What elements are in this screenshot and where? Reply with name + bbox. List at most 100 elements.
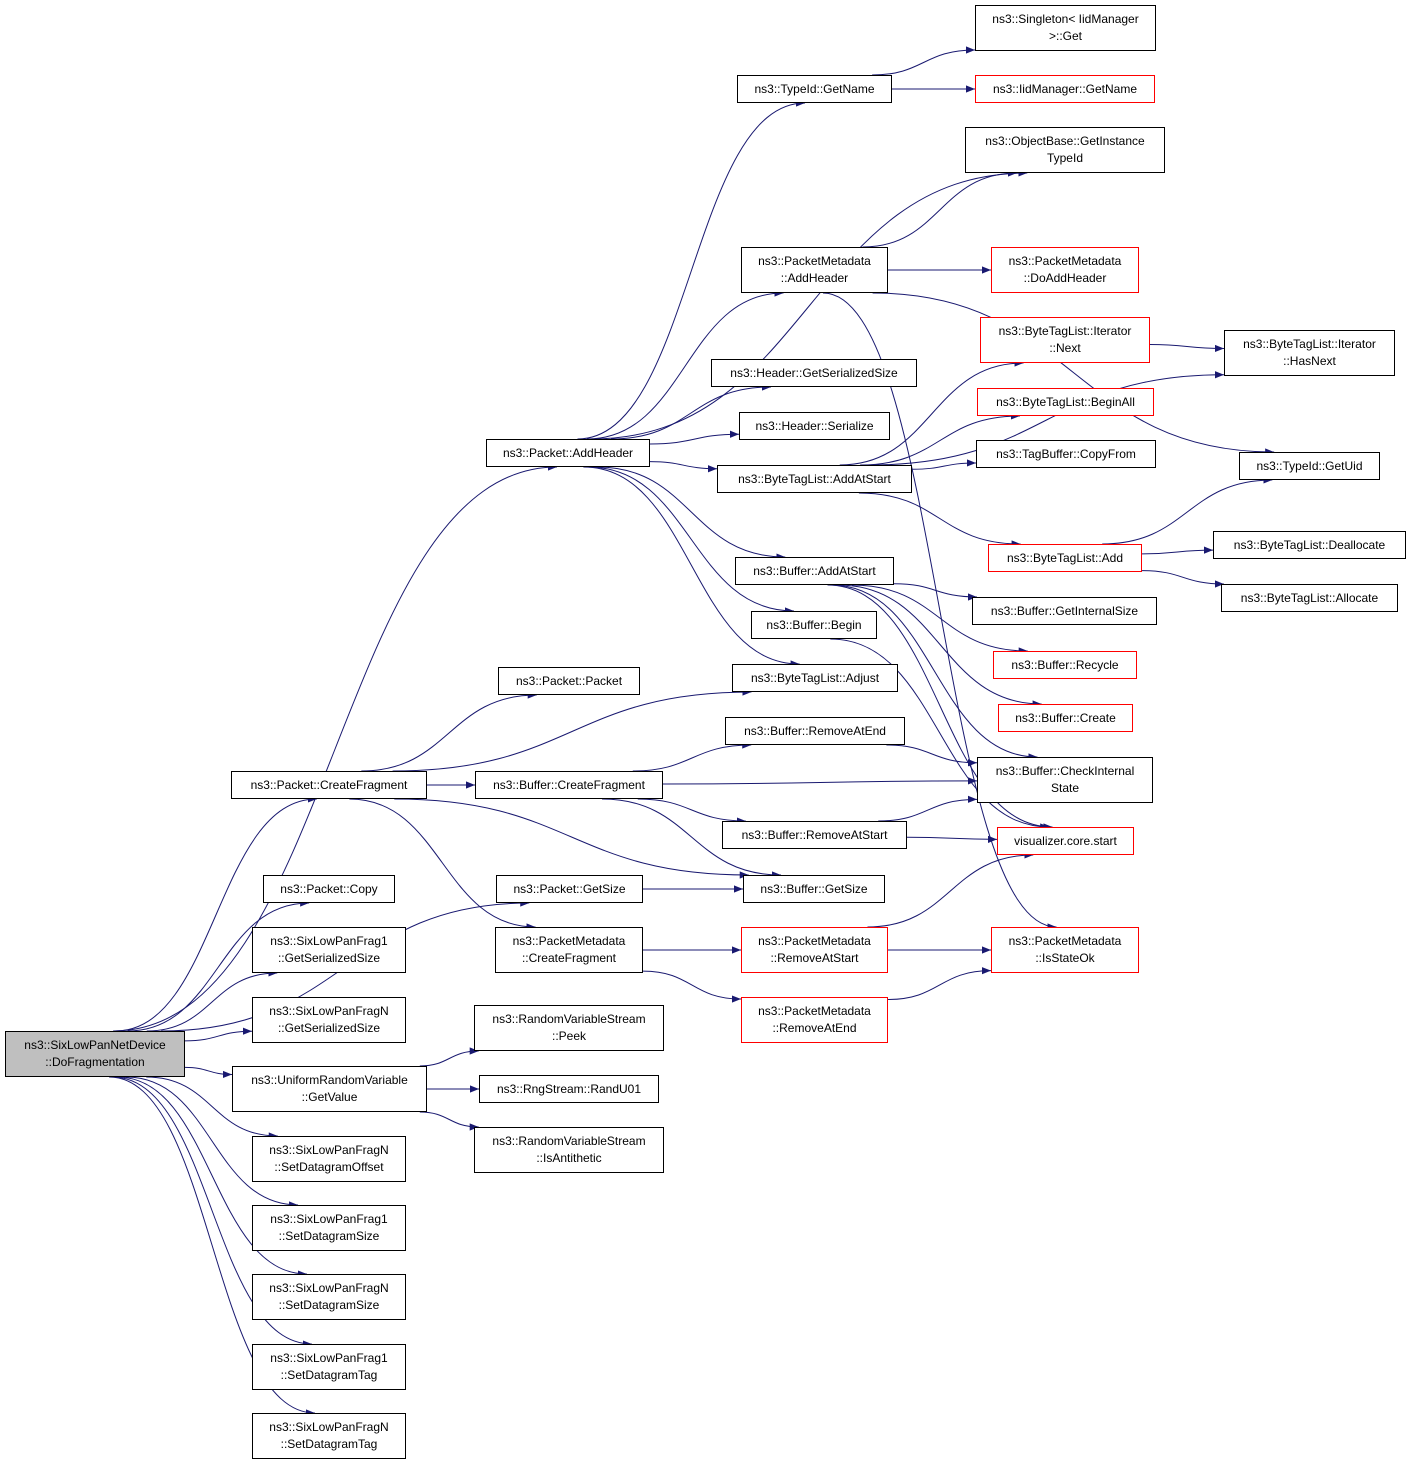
- node-btl-beginall[interactable]: ns3::ByteTagList::BeginAll: [977, 388, 1154, 416]
- edge-packet-createfragment-to-btl-adjust: [392, 688, 752, 772]
- edge-buffer-createfragment-to-buffer-removeatend: [632, 741, 752, 772]
- edge-btl-add-to-btl-deallocate: [1141, 546, 1214, 555]
- edge-pm-addheader-to-typeid-getuid: [872, 292, 1275, 456]
- node-header-serialize[interactable]: ns3::Header::Serialize: [739, 412, 890, 440]
- node-typeid-getuid[interactable]: ns3::TypeId::GetUid: [1239, 452, 1380, 480]
- node-frag1-getserializedsize[interactable]: ns3::SixLowPanFrag1 ::GetSerializedSize: [252, 927, 406, 973]
- edge-root-to-frag1-setdatagramsize: [125, 1076, 299, 1209]
- node-buffer-create[interactable]: ns3::Buffer::Create: [998, 704, 1133, 732]
- node-btl-deallocate[interactable]: ns3::ByteTagList::Deallocate: [1213, 531, 1406, 559]
- edge-btl-add-to-typeid-getuid: [1102, 476, 1273, 545]
- node-buffer-removeatstart[interactable]: ns3::Buffer::RemoveAtStart: [722, 821, 907, 849]
- edge-packet-addheader-to-buffer-begin: [588, 466, 794, 615]
- edge-buffer-addatstart-to-buffer-getinternalsize: [893, 583, 978, 601]
- node-buffer-addatstart[interactable]: ns3::Buffer::AddAtStart: [735, 557, 894, 585]
- edge-buffer-begin-to-visualizer-core-start: [830, 638, 1050, 831]
- node-packet-createfragment[interactable]: ns3::Packet::CreateFragment: [231, 771, 427, 799]
- edge-root-to-fragn-setdatagramoffset: [146, 1076, 278, 1140]
- node-btl-add[interactable]: ns3::ByteTagList::Add: [988, 544, 1142, 572]
- edge-urv-getvalue-to-rvs-peek: [419, 1047, 479, 1067]
- node-rvs-peek[interactable]: ns3::RandomVariableStream ::Peek: [474, 1005, 664, 1051]
- node-frag1-setdatagramsize[interactable]: ns3::SixLowPanFrag1 ::SetDatagramSize: [252, 1205, 406, 1251]
- edge-packet-addheader-to-typeid-getname: [577, 99, 806, 440]
- edge-packet-createfragment-to-buffer-getsize: [394, 798, 749, 879]
- edge-typeid-getname-to-singleton-get: [872, 46, 976, 76]
- node-packet-copy[interactable]: ns3::Packet::Copy: [263, 875, 395, 903]
- edge-root-to-packet-copy: [127, 899, 310, 1032]
- edge-buffer-removeatstart-to-visualizer-core-start: [906, 835, 998, 843]
- edge-packet-addheader-to-header-getserializedsize: [611, 383, 771, 440]
- node-fragn-setdatagramoffset[interactable]: ns3::SixLowPanFragN ::SetDatagramOffset: [252, 1136, 406, 1182]
- edge-root-to-frag1-getserializedsize: [146, 969, 278, 1032]
- edge-pm-createfragment-to-pm-removeatend: [642, 970, 742, 1003]
- edge-root-to-packet-addheader: [113, 463, 557, 1032]
- node-buffer-checkinternalstate[interactable]: ns3::Buffer::CheckInternal State: [977, 757, 1153, 803]
- node-rvs-isantithetic[interactable]: ns3::RandomVariableStream ::IsAntithetic: [474, 1127, 664, 1173]
- edge-buffer-removeatstart-to-buffer-checkinternalstate: [878, 795, 978, 822]
- edge-buffer-createfragment-to-buffer-removeatstart: [637, 798, 746, 825]
- node-buffer-recycle[interactable]: ns3::Buffer::Recycle: [993, 651, 1137, 679]
- node-btl-adjust[interactable]: ns3::ByteTagList::Adjust: [732, 664, 898, 692]
- edge-btl-addatstart-to-btl-add: [858, 492, 1021, 548]
- node-visualizer-core-start[interactable]: visualizer.core.start: [997, 827, 1134, 855]
- edge-packet-addheader-to-header-serialize: [649, 430, 740, 445]
- node-packet-addheader[interactable]: ns3::Packet::AddHeader: [486, 439, 650, 467]
- edge-packet-addheader-to-buffer-addatstart: [597, 466, 786, 561]
- node-pm-removeatstart[interactable]: ns3::PacketMetadata ::RemoveAtStart: [741, 927, 888, 973]
- node-rngstream-randu01[interactable]: ns3::RngStream::RandU01: [479, 1075, 659, 1103]
- node-fragn-setdatagramtag[interactable]: ns3::SixLowPanFragN ::SetDatagramTag: [252, 1413, 406, 1459]
- node-buffer-getsize[interactable]: ns3::Buffer::GetSize: [743, 875, 885, 903]
- node-urv-getvalue[interactable]: ns3::UniformRandomVariable ::GetValue: [232, 1066, 427, 1112]
- edge-root-to-packet-createfragment: [115, 795, 317, 1032]
- node-pm-removeatend[interactable]: ns3::PacketMetadata ::RemoveAtEnd: [741, 997, 888, 1043]
- edge-buffer-addatstart-to-buffer-recycle: [851, 584, 1028, 655]
- node-btl-iterator-hasnext[interactable]: ns3::ByteTagList::Iterator ::HasNext: [1224, 330, 1395, 376]
- edge-root-to-fragn-setdatagramsize: [117, 1076, 307, 1278]
- node-typeid-getname[interactable]: ns3::TypeId::GetName: [737, 75, 892, 103]
- edge-buffer-addatstart-to-buffer-checkinternalstate: [831, 584, 1038, 761]
- edge-buffer-addatstart-to-visualizer-core-start: [827, 584, 1053, 831]
- node-tagbuffer-copyfrom[interactable]: ns3::TagBuffer::CopyFrom: [976, 440, 1156, 468]
- edge-packet-createfragment-to-pm-createfragment: [349, 798, 536, 931]
- node-btl-iterator-next[interactable]: ns3::ByteTagList::Iterator ::Next: [980, 317, 1150, 363]
- edge-btl-addatstart-to-btl-iterator-next: [839, 359, 1024, 466]
- node-root: ns3::SixLowPanNetDevice ::DoFragmentatio…: [5, 1031, 185, 1077]
- node-packet-packet[interactable]: ns3::Packet::Packet: [498, 667, 640, 695]
- node-objectbase-getinstancetypeid[interactable]: ns3::ObjectBase::GetInstance TypeId: [965, 127, 1165, 173]
- edge-root-to-urv-getvalue: [184, 1066, 233, 1079]
- node-packet-getsize[interactable]: ns3::Packet::GetSize: [496, 875, 643, 903]
- node-pm-isstateok[interactable]: ns3::PacketMetadata ::IsStateOk: [991, 927, 1139, 973]
- edge-btl-add-to-btl-allocate: [1141, 570, 1224, 588]
- node-btl-addatstart[interactable]: ns3::ByteTagList::AddAtStart: [717, 465, 912, 493]
- edge-buffer-createfragment-to-buffer-getsize: [601, 798, 782, 879]
- edge-btl-addatstart-to-tagbuffer-copyfrom: [911, 459, 977, 470]
- edge-btl-iterator-next-to-btl-iterator-hasnext: [1149, 344, 1225, 353]
- node-pm-addheader[interactable]: ns3::PacketMetadata ::AddHeader: [741, 247, 888, 293]
- node-singleton-get[interactable]: ns3::Singleton< IidManager >::Get: [975, 5, 1156, 51]
- edge-btl-addatstart-to-btl-beginall: [860, 412, 1020, 466]
- edge-packet-createfragment-to-packet-packet: [361, 691, 537, 772]
- node-buffer-createfragment[interactable]: ns3::Buffer::CreateFragment: [475, 771, 663, 799]
- node-iidmanager-getname[interactable]: ns3::IidManager::GetName: [975, 75, 1155, 103]
- edge-root-to-fragn-setdatagramtag: [109, 1076, 315, 1417]
- edge-root-to-fragn-getserializedsize: [184, 1027, 253, 1042]
- edge-urv-getvalue-to-rvs-isantithetic: [419, 1111, 479, 1131]
- edge-root-to-frag1-setdatagramtag: [112, 1076, 312, 1348]
- node-buffer-getinternalsize[interactable]: ns3::Buffer::GetInternalSize: [972, 597, 1157, 625]
- edge-buffer-removeatend-to-buffer-checkinternalstate: [886, 744, 978, 767]
- node-buffer-begin[interactable]: ns3::Buffer::Begin: [751, 611, 877, 639]
- edge-packet-addheader-to-pm-addheader: [586, 289, 784, 440]
- node-fragn-setdatagramsize[interactable]: ns3::SixLowPanFragN ::SetDatagramSize: [252, 1274, 406, 1320]
- node-buffer-removeatend[interactable]: ns3::Buffer::RemoveAtEnd: [725, 717, 905, 745]
- node-btl-allocate[interactable]: ns3::ByteTagList::Allocate: [1221, 584, 1398, 612]
- node-pm-createfragment[interactable]: ns3::PacketMetadata ::CreateFragment: [495, 927, 643, 973]
- edge-packet-addheader-to-btl-adjust: [583, 466, 800, 668]
- node-pm-doaddheader[interactable]: ns3::PacketMetadata ::DoAddHeader: [991, 247, 1139, 293]
- node-fragn-getserializedsize[interactable]: ns3::SixLowPanFragN ::GetSerializedSize: [252, 997, 406, 1043]
- node-frag1-setdatagramtag[interactable]: ns3::SixLowPanFrag1 ::SetDatagramTag: [252, 1344, 406, 1390]
- edge-packet-addheader-to-btl-addatstart: [649, 461, 718, 473]
- node-header-getserializedsize[interactable]: ns3::Header::GetSerializedSize: [711, 359, 917, 387]
- edge-btl-addatstart-to-btl-iterator-hasnext: [869, 371, 1225, 466]
